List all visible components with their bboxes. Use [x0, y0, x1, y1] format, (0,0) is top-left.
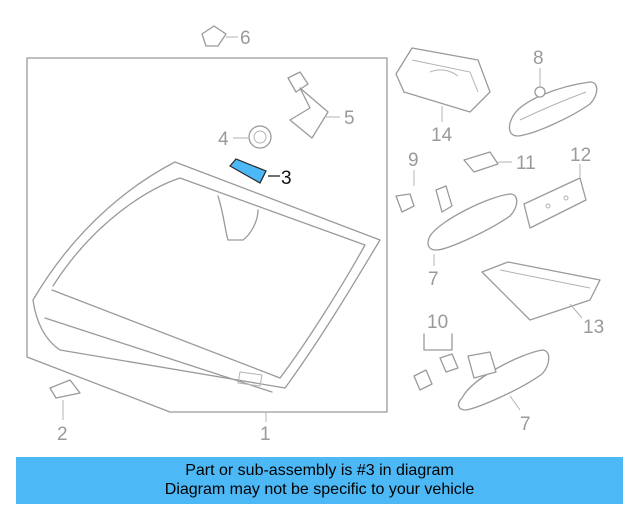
cover-part-13	[481, 261, 601, 321]
windshield-part-1	[32, 161, 381, 393]
cover-part-5	[287, 71, 329, 139]
callout-12: 12	[570, 145, 591, 166]
connector-part-11	[463, 151, 499, 173]
callout-7b: 7	[520, 414, 531, 435]
mirror-part-7-upper	[427, 185, 518, 251]
callout-9: 9	[408, 150, 419, 171]
callout-11: 11	[516, 153, 536, 174]
mirror-part-7-lower	[457, 349, 550, 411]
callout-5: 5	[344, 108, 355, 129]
banner-line-1: Part or sub-assembly is #3 in diagram	[185, 462, 454, 479]
info-banner: Part or sub-assembly is #3 in diagram Di…	[16, 457, 623, 504]
callout-7a: 7	[428, 269, 439, 290]
bracket-part-12	[523, 177, 587, 229]
mirror-part-8	[508, 81, 598, 137]
group-frame	[26, 57, 388, 413]
callout-1: 1	[260, 424, 271, 445]
bracket-part-2	[49, 379, 81, 399]
bracket-part-9	[395, 193, 415, 213]
sensor-part-3	[229, 158, 267, 184]
leader-7b	[509, 395, 521, 411]
bracket-part-10	[413, 333, 459, 391]
callout-3: 3	[281, 168, 292, 189]
callout-2: 2	[57, 424, 68, 445]
callout-10: 10	[427, 312, 448, 333]
console-part-14	[395, 47, 491, 113]
ring-part-4	[248, 125, 272, 149]
callout-14: 14	[431, 125, 453, 146]
callout-13: 13	[583, 317, 604, 338]
callout-4: 4	[218, 129, 229, 150]
clip-part-6	[201, 25, 227, 47]
banner-line-2: Diagram may not be specific to your vehi…	[164, 481, 475, 498]
callout-8: 8	[533, 48, 544, 69]
leader-13	[569, 303, 583, 319]
callout-6: 6	[240, 28, 251, 49]
